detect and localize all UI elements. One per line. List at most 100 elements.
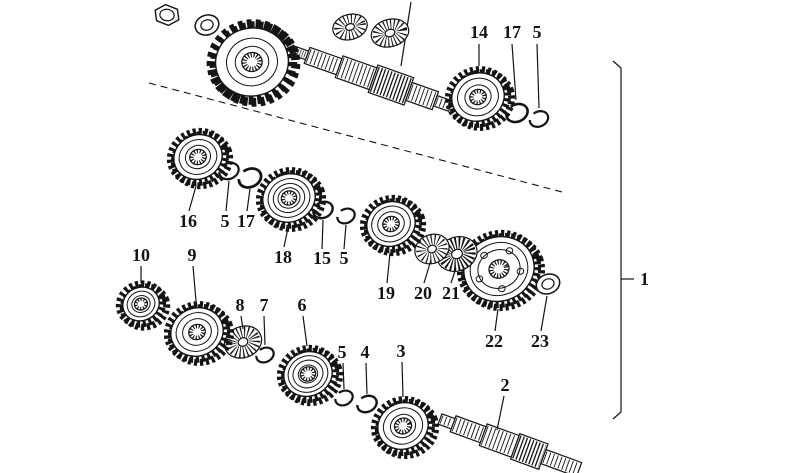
gear-face-ring [234, 45, 270, 79]
gear-lightening-hole [480, 251, 488, 259]
leader-line-2 [496, 395, 505, 431]
gear-lightening-hole [498, 285, 506, 293]
shaft-section-spline [449, 415, 487, 444]
bearing-inner-race [427, 244, 437, 254]
washer-inner [200, 19, 214, 31]
gear-teeth [206, 19, 298, 105]
gear-face-ring [382, 407, 424, 445]
bearing-inner-race [237, 337, 249, 347]
callout-16: 16 [179, 211, 197, 231]
needle-bearing-top-right [370, 18, 410, 48]
gear-face-ring [292, 359, 324, 389]
gear-face-ring [469, 241, 529, 297]
leader-line-16 [188, 185, 197, 212]
bearing-20 [414, 233, 450, 265]
gear-bore-spline [469, 89, 487, 105]
output-shaft-2 [437, 413, 583, 473]
circlip-ring [336, 207, 356, 225]
callout-22: 22 [485, 331, 503, 351]
callout-8: 8 [236, 295, 245, 315]
callout-5-mid-b: 5 [340, 248, 349, 268]
callout-6: 6 [298, 295, 307, 315]
callout-17-top: 17 [503, 22, 521, 42]
leader-line-17-top [511, 43, 517, 101]
leader-line-5-bottom [342, 362, 345, 390]
callout-17-mid: 17 [237, 211, 255, 231]
leader-line-21 [450, 267, 457, 284]
callout-21: 21 [442, 283, 460, 303]
shaft-hatch-gear [512, 435, 547, 468]
gear-face-ring [126, 290, 156, 318]
gear-6 [276, 344, 344, 407]
callout-labels: 14 17 5 16 5 17 18 15 5 19 20 21 22 23 1… [132, 22, 649, 395]
gear-14 [444, 66, 516, 131]
circlip-ring [528, 110, 550, 128]
leader-line-4 [365, 362, 368, 395]
gear-teeth [115, 280, 167, 328]
circlip-ring [237, 167, 263, 189]
callout-23: 23 [531, 331, 549, 351]
callout-2: 2 [501, 375, 510, 395]
bearing-rollers [372, 18, 408, 48]
needle-bearing-top-left [332, 13, 368, 41]
bracket-tick-bottom [612, 411, 622, 420]
gear-teeth [163, 301, 231, 363]
callout-10: 10 [132, 245, 150, 265]
gear-bore-spline [300, 366, 316, 382]
shaft-hatch-spline [407, 84, 437, 109]
gear-face-ring [267, 178, 311, 218]
gear-10 [115, 280, 171, 331]
gear-teeth [370, 395, 436, 457]
callout-19: 19 [377, 283, 395, 303]
callout-14: 14 [470, 22, 488, 42]
shaft-section-spline [540, 448, 583, 473]
leader-line-5-top [536, 43, 540, 109]
callout-4: 4 [361, 342, 370, 362]
callout-7: 7 [260, 295, 269, 315]
gear-face-ring [226, 37, 278, 87]
gear-bore-spline [134, 297, 148, 311]
leader-lines [140, 43, 548, 431]
gear-lightening-hole [475, 275, 484, 283]
circlip-7 [255, 346, 275, 364]
bearing-inner-race [344, 23, 356, 31]
washer-outer [194, 14, 220, 36]
callout-20: 20 [414, 283, 432, 303]
circlip-ring [356, 394, 378, 414]
gear-face-ring [377, 211, 405, 237]
gear-16 [166, 127, 234, 190]
callout-1: 1 [640, 269, 649, 289]
gear-18 [255, 167, 327, 232]
gear-19 [359, 194, 427, 257]
callout-18: 18 [274, 247, 292, 267]
bearing-rollers [416, 234, 448, 264]
bearing-inner-race [451, 248, 463, 260]
leader-line-17-mid [246, 188, 251, 212]
gear-3 [370, 395, 440, 460]
gear-9 [163, 301, 235, 366]
nut-body [154, 3, 180, 27]
gear-face-ring [389, 413, 417, 439]
callout-5-bottom: 5 [338, 342, 347, 362]
washer-inner [541, 278, 555, 290]
leader-line-20 [423, 259, 432, 284]
shaft-hatch-spline [451, 417, 485, 442]
callout-5-top: 5 [533, 22, 542, 42]
leader-line-22 [494, 308, 499, 332]
gear-back-teeth [460, 232, 546, 312]
gear-bore-spline [394, 417, 412, 435]
leader-line-15 [321, 219, 324, 250]
callout-3: 3 [397, 341, 406, 361]
gear-face-ring [297, 364, 319, 384]
gear-back-teeth [374, 398, 440, 460]
circlip-ring [505, 102, 529, 124]
leader-line-23 [540, 295, 548, 332]
gear-lightening-hole [505, 247, 514, 255]
bearing-rollers [334, 13, 366, 41]
gear-teeth [276, 344, 340, 404]
gear-lightening-hole [516, 267, 525, 275]
shaft-hatch-gear [369, 66, 413, 104]
gear-face-ring [371, 205, 411, 243]
drive-sprocket [206, 19, 301, 107]
